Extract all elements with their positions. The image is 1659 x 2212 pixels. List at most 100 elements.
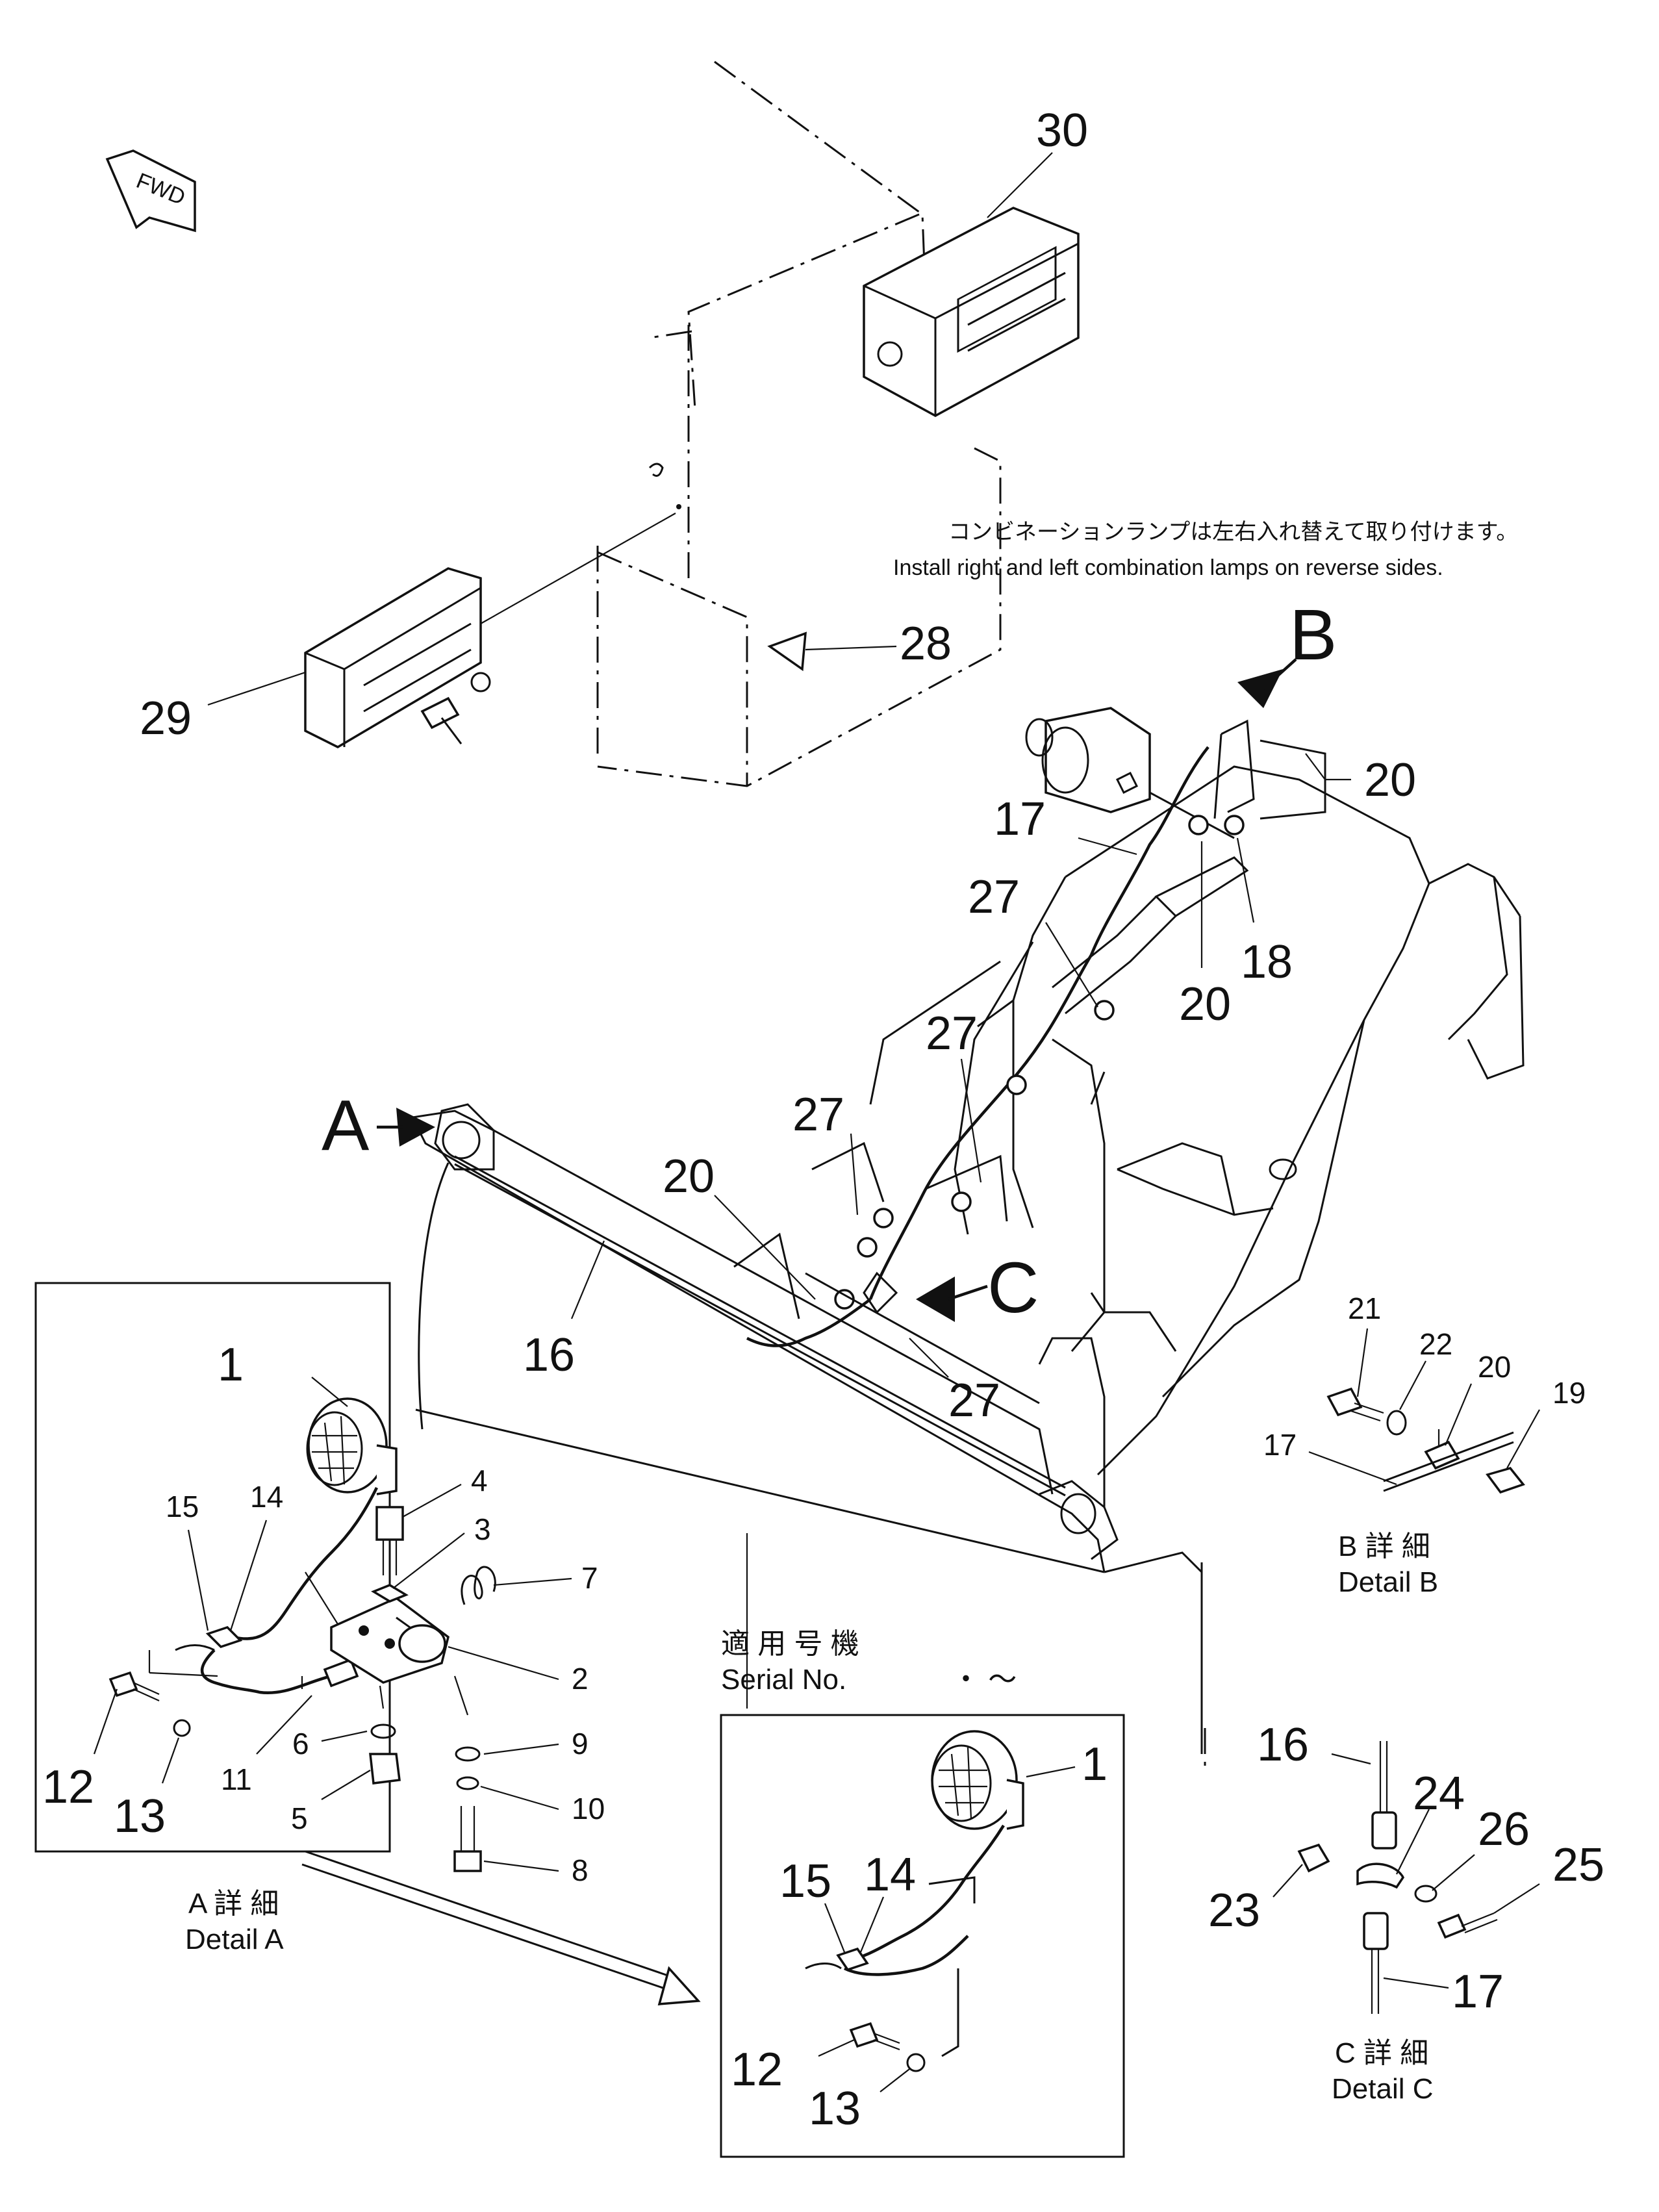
cable-16-rear [1089,746,1209,956]
lamp-bolt-icon [420,672,491,744]
washer-6-icon [370,1723,396,1739]
combination-lamp-right [863,207,1080,417]
work-lamp-serial [931,1730,1024,1830]
connector-15 [205,1625,243,1649]
bolt-4-icon [375,1506,404,1575]
callout-c26: 26 [1478,1803,1530,1855]
callout-29: 29 [140,693,192,744]
callout-a8: 8 [572,1853,589,1887]
callout-20-left: 20 [663,1150,715,1202]
callout-b21: 21 [1348,1291,1381,1325]
cable-run-front [746,1298,872,1347]
plate-3-icon [371,1584,409,1603]
washer-13-serial-icon [906,2053,926,2072]
detail-a-box [34,1282,391,1853]
cable-clamps [834,815,1245,1310]
detail-a-caption-jp: A 詳 細 [188,1888,279,1920]
callout-27-middle: 27 [926,1008,978,1060]
callout-a10: 10 [572,1792,605,1825]
detail-b-caption-jp: B 詳 細 [1338,1531,1430,1562]
bolt-12-icon [108,1671,160,1702]
spring-7-icon [461,1566,496,1605]
detail-b-arrow-icon [1237,669,1283,708]
bolt-12-serial-icon [849,2022,900,2051]
callout-serial-1: 1 [1082,1738,1108,1790]
terminal-11 [323,1658,359,1688]
mount-hole-mark [648,463,664,477]
callout-b19: 19 [1552,1376,1586,1410]
callout-a7: 7 [581,1561,598,1595]
cable-run-mid [868,954,1093,1300]
callout-a1: 1 [218,1339,244,1391]
combination-lamp-left [304,513,676,748]
lamp-cord-a-lower [201,1649,332,1695]
detail-a-letter: A [322,1086,370,1165]
callout-30: 30 [1036,105,1088,157]
callout-a3: 3 [474,1512,491,1546]
callout-a4: 4 [471,1464,488,1497]
fwd-arrow-icon: FWD [105,149,196,233]
callout-a12: 12 [42,1761,94,1813]
callout-a14: 14 [250,1480,283,1514]
callout-c16: 16 [1257,1719,1309,1771]
bolt-8-icon [453,1806,482,1872]
lamp-cord-a [233,1486,379,1640]
callout-a6: 6 [292,1727,309,1761]
callout-27-lower: 27 [948,1375,1000,1427]
callout-a5: 5 [291,1801,308,1835]
detail-c-arrow-icon [916,1277,955,1322]
serial-label-en: Serial No. [721,1664,846,1696]
callout-a2: 2 [572,1662,589,1696]
callout-c25: 25 [1552,1839,1604,1891]
callout-20-top: 20 [1364,754,1416,806]
callout-27-left: 27 [792,1089,844,1141]
rear-lamp-bracket [1025,707,1326,839]
callout-20-mid: 20 [1179,978,1231,1030]
washer-13-icon [173,1719,191,1737]
callout-serial-14: 14 [864,1849,916,1901]
callout-c23: 23 [1208,1885,1260,1937]
note-japanese: コンビネーションランプは左右入れ替えて取り付けます。 [948,520,1518,544]
connector-15-serial [836,1947,869,1972]
detail-b-parts [1326,1387,1525,1494]
callout-a13: 13 [114,1790,166,1842]
cable-16-blade [454,1155,1066,1497]
lift-frame [954,765,1525,1476]
serial-label-jp: 適 用 号 機 [721,1628,859,1660]
washer-9-icon [455,1746,481,1762]
callout-c17: 17 [1452,1966,1504,2018]
detail-b-caption-en: Detail B [1338,1566,1438,1598]
callout-a15: 15 [166,1490,199,1523]
cab-outline [596,60,1002,787]
callout-b20: 20 [1478,1350,1511,1384]
callout-serial-12: 12 [731,2044,783,2096]
callout-17-top: 17 [994,793,1046,845]
washer-10-icon [456,1776,479,1790]
callout-27-upper: 27 [968,871,1020,923]
callout-16-blade: 16 [523,1329,575,1381]
callout-18: 18 [1241,936,1293,988]
detail-a-arrow-icon [396,1108,435,1147]
detail-c-caption-jp: C 詳 細 [1335,2037,1428,2069]
serial-detail-box [720,1714,1125,2158]
detail-c-parts [1297,1741,1498,2014]
lamp-bracket-2 [330,1596,450,1684]
hydraulic-cylinder [869,856,1249,1105]
callout-a11: 11 [221,1762,252,1796]
detail-c-caption-en: Detail C [1332,2073,1434,2105]
nut-5-icon [369,1753,401,1785]
callout-c24: 24 [1413,1768,1465,1820]
callout-b22: 22 [1419,1327,1452,1361]
lamp-cord-serial [844,1824,1005,1964]
callout-28: 28 [900,618,952,670]
detail-c-letter: C [987,1248,1039,1328]
serial-range: ・ ～ [952,1664,1017,1696]
callout-a9: 9 [572,1727,589,1761]
note-english: Install right and left combination lamps… [893,555,1443,580]
lamp-cord-serial-lower [843,1935,969,1976]
detail-b-letter: B [1289,595,1337,675]
callout-serial-15: 15 [779,1855,831,1907]
serial-change-arrow [301,1850,701,2005]
warning-triangle-icon [767,631,807,672]
